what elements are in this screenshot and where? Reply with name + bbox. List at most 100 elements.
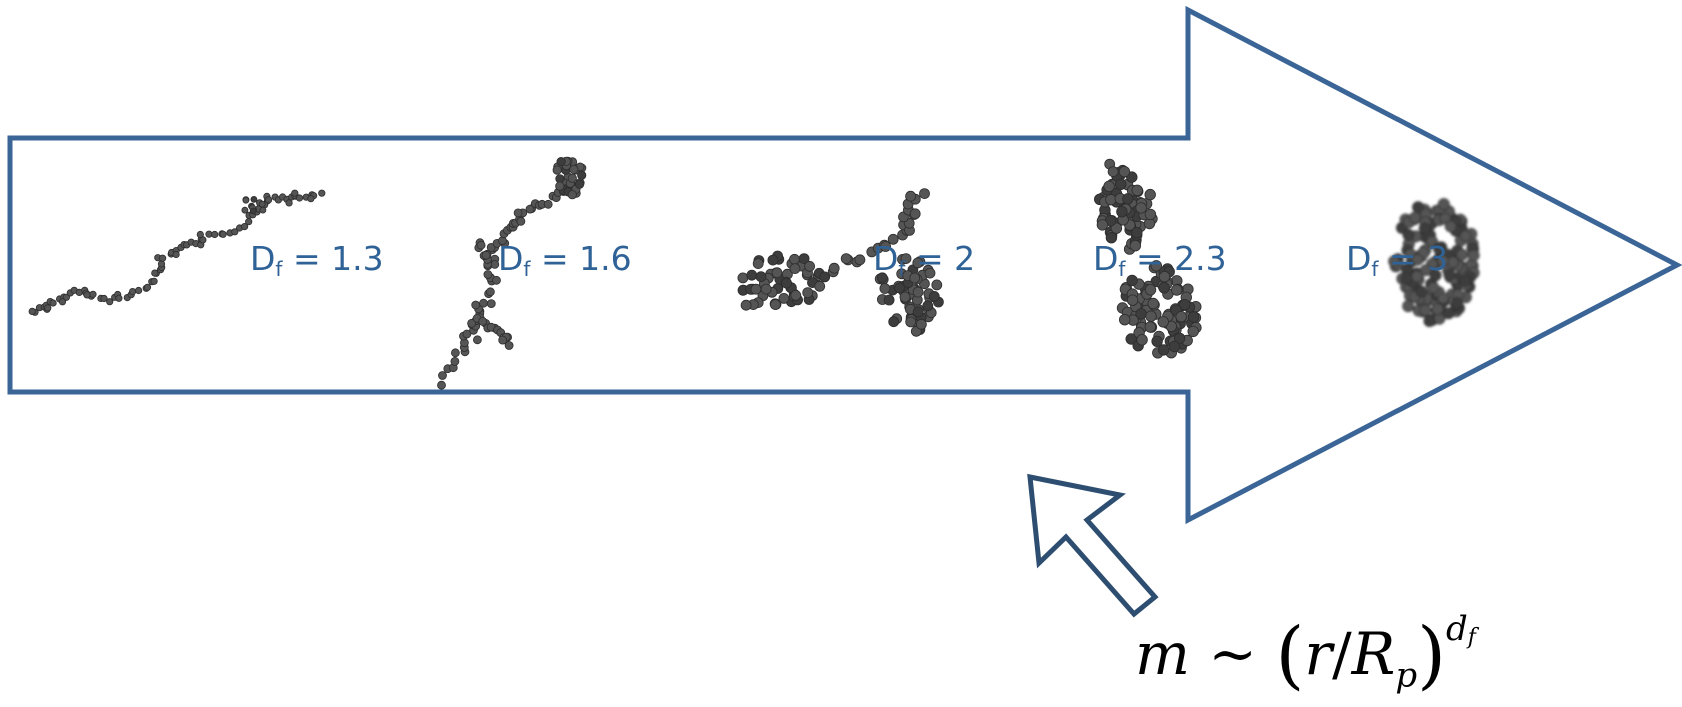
- particle: [767, 254, 779, 266]
- particle: [1187, 311, 1200, 323]
- particle: [804, 260, 815, 272]
- particle: [1402, 228, 1415, 241]
- particle: [219, 230, 227, 238]
- particle: [437, 380, 446, 390]
- particle: [1187, 325, 1199, 338]
- particle: [1126, 274, 1138, 287]
- particle: [931, 279, 943, 291]
- df-label-1-3: Df = 1.3: [250, 239, 384, 281]
- particle: [569, 164, 579, 174]
- particle: [760, 283, 772, 295]
- particle: [242, 196, 250, 204]
- particle: [900, 253, 912, 265]
- particle: [62, 293, 71, 301]
- particle: [151, 269, 159, 277]
- particle: [28, 307, 36, 315]
- particle: [318, 189, 326, 197]
- particle: [1135, 308, 1147, 320]
- particle: [1144, 284, 1157, 296]
- particle: [1459, 229, 1472, 242]
- particle: [778, 292, 790, 304]
- particle: [106, 298, 114, 306]
- particle: [771, 267, 783, 279]
- particle: [1105, 193, 1117, 206]
- aggregate-dense-cluster: [1093, 158, 1202, 359]
- particle: [1096, 219, 1109, 231]
- particle: [231, 228, 239, 236]
- particle: [789, 263, 801, 275]
- particle: [1144, 188, 1156, 201]
- particle: [905, 190, 916, 202]
- particle: [1158, 282, 1170, 294]
- particle: [1443, 268, 1456, 281]
- particle: [258, 200, 266, 208]
- particle: [883, 294, 895, 306]
- particle: [919, 188, 930, 200]
- particle: [755, 271, 767, 283]
- particle: [450, 356, 460, 366]
- particle: [1437, 292, 1450, 305]
- particle: [1451, 297, 1464, 310]
- particle: [143, 283, 152, 291]
- particle: [481, 250, 491, 260]
- particle: [746, 269, 758, 281]
- particle: [1388, 255, 1401, 268]
- particle: [264, 196, 273, 204]
- particle: [1437, 198, 1450, 211]
- particle: [467, 318, 477, 328]
- particle: [307, 195, 315, 203]
- particle: [912, 286, 924, 298]
- particle: [577, 170, 587, 180]
- particle: [909, 272, 921, 284]
- pointer-arrow: [1027, 473, 1159, 618]
- particle: [486, 299, 496, 309]
- particle: [924, 267, 936, 279]
- particle: [476, 240, 486, 250]
- particle: [1437, 254, 1450, 267]
- particle: [525, 204, 535, 214]
- particle: [159, 254, 167, 262]
- particle: [814, 280, 826, 292]
- df-label-3: Df = 3: [1346, 239, 1449, 281]
- particle: [1135, 202, 1147, 214]
- mass-scaling-formula: m ~ (r/Rp)df: [1135, 609, 1476, 698]
- particle: [1423, 314, 1436, 327]
- particle: [781, 277, 792, 289]
- particle: [1158, 271, 1171, 283]
- particle: [1131, 226, 1143, 239]
- particle: [241, 206, 249, 214]
- particle: [438, 371, 447, 380]
- particle: [880, 241, 891, 252]
- particle: [100, 294, 108, 303]
- particle: [1431, 303, 1444, 316]
- particle: [567, 173, 577, 183]
- particle: [1429, 269, 1442, 282]
- particle: [1411, 253, 1424, 266]
- particle: [1122, 193, 1134, 205]
- particle: [1418, 222, 1431, 235]
- particle: [1144, 321, 1157, 333]
- particle: [1116, 205, 1128, 218]
- particle: [1467, 249, 1480, 262]
- particle: [905, 316, 917, 328]
- particle: [245, 218, 253, 226]
- particle: [1168, 340, 1181, 353]
- particle: [740, 299, 752, 311]
- particle: [770, 299, 781, 311]
- particle: [737, 272, 749, 284]
- particle: [854, 254, 866, 266]
- particle: [912, 257, 924, 269]
- particle: [1118, 165, 1131, 178]
- df-label-2: Df = 2: [873, 239, 976, 281]
- particle: [450, 348, 460, 358]
- particle: [241, 223, 249, 231]
- particle: [135, 286, 143, 295]
- particle: [1419, 304, 1432, 317]
- particle: [1427, 281, 1440, 294]
- particle: [1126, 294, 1139, 306]
- particle: [196, 230, 204, 239]
- particle: [172, 250, 180, 259]
- aggregate-planar-cluster: [737, 188, 944, 337]
- particle: [802, 287, 814, 299]
